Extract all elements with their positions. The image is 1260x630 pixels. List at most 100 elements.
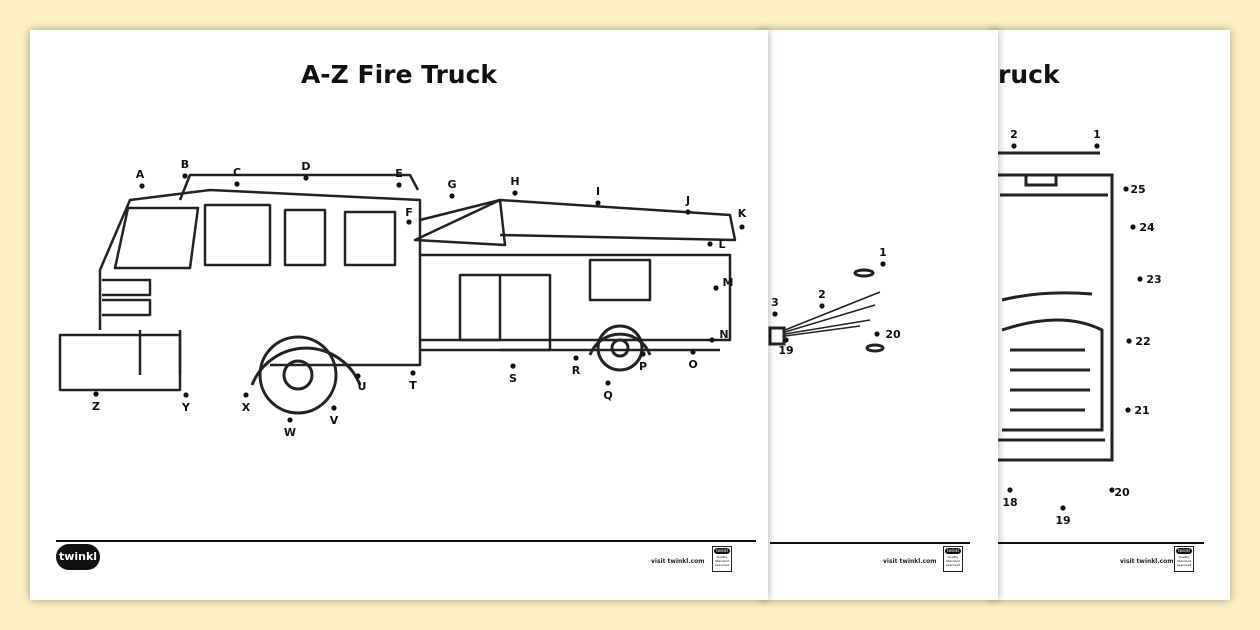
visit-link[interactable]: visit twinkl.com [883,558,937,565]
dot-point [783,337,789,343]
dot-point [243,392,249,398]
footer-divider [56,540,756,542]
dot-label: 2 [818,288,826,301]
dot-point [707,241,713,247]
dot-point [713,285,719,291]
dot-label: 25 [1130,183,1145,196]
dot-label: 1 [879,246,887,259]
dot-point [331,405,337,411]
dot-point [410,370,416,376]
footer-divider [994,542,1204,544]
dot-label: 20 [885,328,901,341]
dot-label: K [738,207,747,220]
hose-spray-drawing: 1 2 3 19 20 [768,246,901,357]
dot-label: P [639,360,647,373]
page-title: ruck [998,60,1060,89]
dot-label: R [572,364,581,377]
dot-point [1126,338,1132,344]
visit-link[interactable]: visit twinkl.com [1120,558,1174,565]
dot-point [1109,487,1115,493]
worksheet-page-front: A-Z Fire Truck A B C D E F G H I J K L M N O P Q R S T U V W X Y… [30,30,768,600]
dot-label: Q [603,389,612,402]
dot-label: B [181,158,189,171]
dot-label: M [723,276,734,289]
truck-front-drawing: 1 2 18 19 20 21 22 23 24 25 [998,128,1162,527]
dot-label: O [688,358,697,371]
dot-label: F [405,206,413,219]
dot-label: X [242,401,251,414]
dot-point [139,183,145,189]
dot-point [183,392,189,398]
dot-point [690,349,696,355]
dot-label: 20 [1114,486,1130,499]
dot-label: W [284,426,296,439]
fire-truck-drawing: A B C D E F G H I J K L M N O P Q R S T U V W X Y Z [58,158,747,439]
dot-point [880,261,886,267]
dot-label: D [301,160,310,173]
dot-point [685,209,691,215]
dot-label: T [409,379,417,392]
dot-label: 19 [778,344,793,357]
dot-point [182,173,188,179]
footer-divider [770,542,970,544]
dot-point [1130,224,1136,230]
dot-point [1123,186,1129,192]
dot-label: 23 [1146,273,1161,286]
dot-label: 2 [1010,128,1018,141]
dot-label: 21 [1134,404,1149,417]
dot-label: 3 [771,296,779,309]
dot-point [93,391,99,397]
dot-label: 24 [1139,221,1155,234]
dot-label: H [510,175,519,188]
dot-label: U [358,380,367,393]
dot-label: A [136,168,145,181]
dot-point [819,303,825,309]
dot-point [1060,505,1066,511]
dot-point [1007,487,1013,493]
dot-point [396,182,402,188]
dot-point [449,193,455,199]
dot-label: Y [181,401,191,414]
visit-link[interactable]: visit twinkl.com [651,558,705,565]
page-title: A-Z Fire Truck [300,60,498,89]
dot-label: L [718,238,725,251]
dot-point [510,363,516,369]
dot-label: G [447,178,456,191]
dot-label: E [395,167,403,180]
dot-label: S [509,372,517,385]
worksheet-page-back: ruck 1 2 18 19 20 21 22 23 24 25 visit twinkl.com… [990,30,1230,600]
dot-point [640,351,646,357]
dot-point [709,337,715,343]
dot-point [1125,407,1131,413]
dot-label: I [596,185,600,198]
dot-point [1137,276,1143,282]
dot-point [355,373,361,379]
dot-point [303,175,309,181]
dot-label: C [233,166,241,179]
dot-label: V [330,414,339,427]
dot-label: Z [92,400,100,413]
dot-label: N [719,328,728,341]
dot-label: J [685,194,690,207]
dot-point [1011,143,1017,149]
twinkl-logo: twinkl [56,544,100,570]
dot-point [772,311,778,317]
dot-label: 1 [1093,128,1101,141]
dot-label: 18 [1002,496,1017,509]
dot-label: 22 [1135,335,1150,348]
dot-point [406,219,412,225]
dot-point [739,224,745,230]
dot-point [595,200,601,206]
dot-label: 19 [1055,514,1070,527]
dot-point [874,331,880,337]
dot-point [1094,143,1100,149]
dot-point [512,190,518,196]
dot-point [573,355,579,361]
dot-point [605,380,611,386]
dot-point [234,181,240,187]
dot-point [287,417,293,423]
